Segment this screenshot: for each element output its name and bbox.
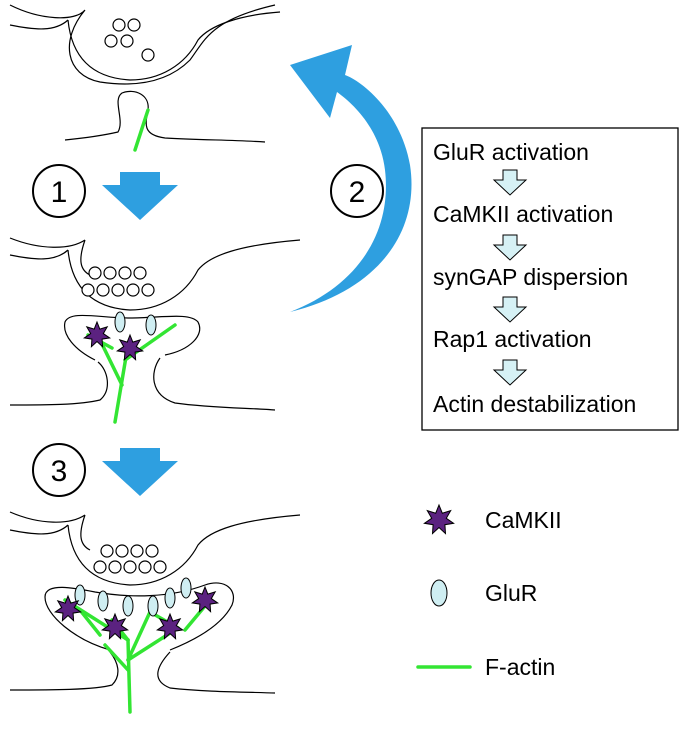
- factin-filament: [133, 108, 150, 152]
- vesicle: [127, 18, 141, 32]
- signaling-flow-box: GluR activation CaMKII activation synGAP…: [421, 127, 679, 431]
- stage-2-synapse: [9, 237, 301, 424]
- spine-head-2: [64, 314, 201, 361]
- step-3-circle: [32, 443, 86, 497]
- legend-item-camkii: CaMKII: [423, 503, 562, 535]
- legend-label-camkii: CaMKII: [485, 507, 562, 533]
- flow-item: Actin destabilization: [433, 391, 636, 417]
- legend-item-factin: F-actin: [416, 654, 555, 680]
- vesicle: [138, 560, 152, 574]
- vesicle: [141, 48, 155, 62]
- vesicle: [88, 266, 102, 280]
- factin-filament: [78, 608, 102, 637]
- legend: CaMKII GluR F-actin: [416, 503, 562, 680]
- down-arrow-icon: [492, 234, 528, 261]
- vesicle: [153, 560, 167, 574]
- vesicle: [130, 544, 144, 558]
- vesicle: [81, 283, 95, 297]
- flow-item: synGAP dispersion: [433, 264, 628, 290]
- glur-receptor: [114, 311, 126, 333]
- camkii-star: [82, 320, 112, 348]
- vesicle: [100, 544, 114, 558]
- step-1-marker: 1: [32, 164, 178, 220]
- glur-receptor: [145, 314, 157, 336]
- camkii-star: [53, 594, 83, 622]
- step-2-circle: [330, 164, 384, 218]
- camkii-star: [155, 612, 185, 640]
- glur-receptor: [180, 577, 192, 599]
- legend-label-glur: GluR: [485, 580, 537, 606]
- dendrite-3: [9, 651, 276, 694]
- vesicle: [112, 18, 126, 32]
- glur-receptor: [74, 584, 86, 606]
- vesicle: [108, 560, 122, 574]
- factin-filament: [126, 610, 152, 662]
- dendrite-2: [9, 357, 276, 411]
- vesicle: [133, 266, 147, 280]
- presynaptic-terminal-3: [67, 514, 301, 586]
- glur-receptor: [147, 595, 159, 617]
- camkii-star: [100, 612, 130, 640]
- step-1-circle: [32, 164, 86, 218]
- down-arrow-icon: [102, 172, 178, 220]
- flow-box-border: [421, 127, 679, 431]
- step-2-marker: 2: [290, 45, 412, 312]
- flow-item: Rap1 activation: [433, 326, 592, 352]
- glur-receptor: [164, 587, 176, 609]
- factin-filament: [98, 338, 124, 387]
- vesicle: [104, 34, 118, 48]
- ellipse-icon: [430, 579, 448, 607]
- down-arrow-icon: [492, 296, 528, 323]
- legend-label-factin: F-actin: [485, 654, 555, 680]
- presynaptic-terminal-1: [9, 4, 276, 85]
- dendrite-1: [64, 90, 266, 143]
- step-2-number: 2: [349, 176, 366, 209]
- curved-arrow-icon: [290, 45, 412, 312]
- factin-filament: [103, 643, 130, 672]
- vesicle: [118, 266, 132, 280]
- stage-1-synapse: [9, 4, 281, 152]
- star-icon: [423, 503, 455, 535]
- presynaptic-terminal-2: [67, 239, 301, 311]
- vesicle: [120, 34, 134, 48]
- vesicle: [115, 544, 129, 558]
- spine-head-3: [44, 582, 234, 651]
- glur-receptor: [122, 595, 134, 617]
- vesicle: [103, 266, 117, 280]
- camkii-star: [115, 333, 145, 361]
- vesicle: [123, 560, 137, 574]
- down-arrow-icon: [492, 359, 528, 386]
- step-3-number: 3: [51, 455, 68, 488]
- stage-3-synapse: [9, 511, 301, 714]
- down-arrow-icon: [492, 169, 528, 196]
- vesicle: [96, 283, 110, 297]
- down-arrow-icon: [102, 448, 178, 496]
- vesicle: [93, 560, 107, 574]
- step-3-marker: 3: [32, 443, 178, 497]
- flow-item: GluR activation: [433, 139, 589, 165]
- camkii-star: [190, 585, 220, 613]
- vesicle: [126, 283, 140, 297]
- vesicle: [145, 544, 159, 558]
- factin-filament: [126, 638, 132, 714]
- flow-item: CaMKII activation: [433, 201, 613, 227]
- legend-item-glur: GluR: [430, 579, 537, 607]
- vesicle: [141, 283, 155, 297]
- glur-receptor: [97, 590, 109, 612]
- step-1-number: 1: [51, 176, 68, 209]
- vesicle: [111, 283, 125, 297]
